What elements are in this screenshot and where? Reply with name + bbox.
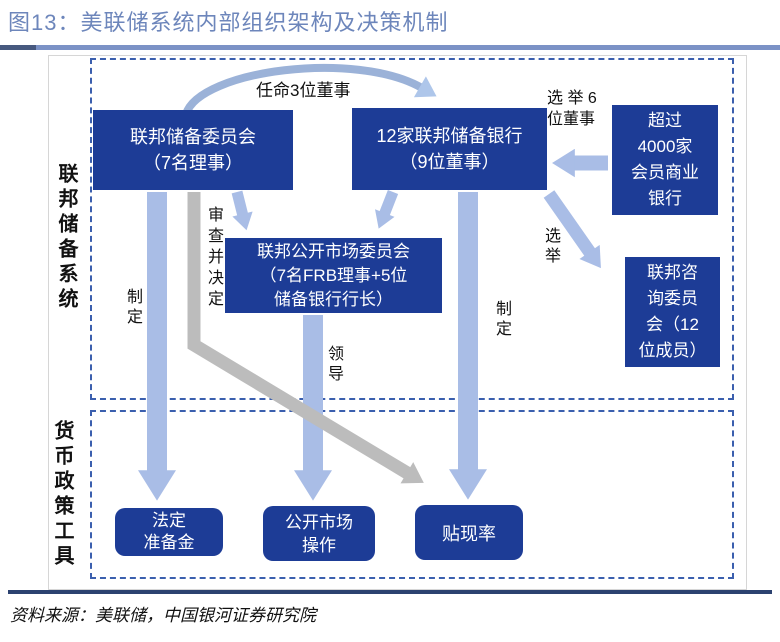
label-enact-left: 制定 <box>124 288 141 328</box>
box-fomc: 联邦公开市场委员会 （7名FRB理事+5位 储备银行行长） <box>225 238 442 313</box>
section-label-federal-reserve-system: 联邦储备系统 <box>55 163 77 313</box>
title-rule-light-segment <box>36 45 780 50</box>
box-discount-rate: 贴现率 <box>415 505 523 560</box>
box-open-market-operations: 公开市场 操作 <box>263 506 375 561</box>
label-elect: 选举 <box>542 227 559 267</box>
figure-title: 图13：美联储系统内部组织架构及决策机制 <box>8 10 449 35</box>
section-label-monetary-policy-tools: 货币政策工具 <box>51 420 73 570</box>
box-federal-reserve-board: 联邦储备委员会 （7名理事） <box>93 110 293 190</box>
box-reserve-requirement: 法定 准备金 <box>115 508 223 556</box>
box-federal-advisory-council: 联邦咨 询委员 会（12 位成员） <box>625 257 720 367</box>
box-member-commercial-banks: 超过 4000家 会员商业 银行 <box>612 105 718 215</box>
title-rule-dark-segment <box>0 45 36 50</box>
label-lead: 领导 <box>325 345 342 385</box>
source-note: 资料来源：美联储，中国银河证券研究院 <box>10 606 316 625</box>
label-elect-6-directors: 选 举 6 位董事 <box>547 90 597 128</box>
label-enact-right: 制定 <box>493 300 510 340</box>
label-review-and-decide: 审查并决定 <box>205 206 222 311</box>
label-appoint-3-directors: 任命3位董事 <box>256 81 351 100</box>
box-12-federal-reserve-banks: 12家联邦储备银行 （9位董事） <box>352 108 547 190</box>
bottom-rule <box>8 590 772 594</box>
